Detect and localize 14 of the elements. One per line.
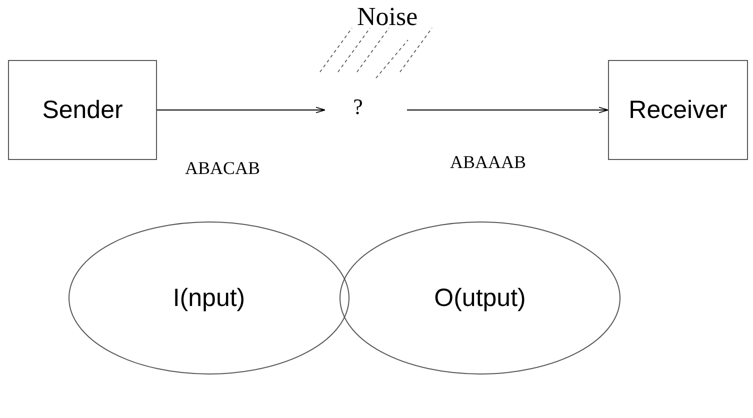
node-label: O(utput) xyxy=(434,284,526,312)
set-ellipse xyxy=(69,222,349,374)
process-box xyxy=(608,60,748,160)
unknown-symbol: ? xyxy=(353,94,363,120)
node-label: Sender xyxy=(42,96,123,124)
node-label: Receiver xyxy=(628,96,728,124)
arrow xyxy=(156,106,326,114)
sequence-label: ABACAB xyxy=(185,158,260,179)
noise-label: Noise xyxy=(357,2,418,32)
sequence-label: ABAAAB xyxy=(450,152,526,173)
set-ellipse xyxy=(340,222,620,374)
node-label: I(nput) xyxy=(172,284,246,312)
arrow xyxy=(406,106,608,114)
process-box xyxy=(8,60,157,160)
